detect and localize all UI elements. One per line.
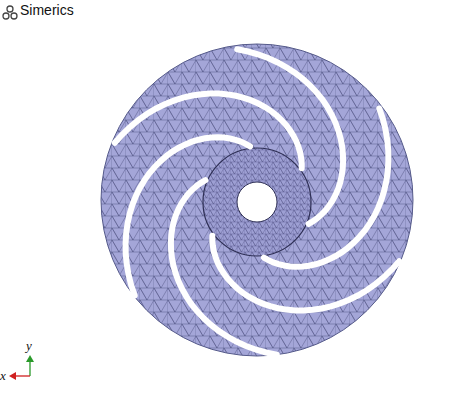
logo-icon (3, 6, 17, 19)
axis-triad (9, 355, 34, 380)
logo-text: Simerics (20, 2, 74, 18)
blade-gap (115, 94, 302, 169)
blade-gap (126, 137, 251, 295)
axis-label: y (26, 338, 32, 354)
axis-label: x (0, 368, 6, 384)
blade-gap (212, 236, 399, 311)
blade-gap (264, 109, 389, 267)
blade-gap (171, 180, 277, 355)
blade-gap (237, 49, 343, 224)
